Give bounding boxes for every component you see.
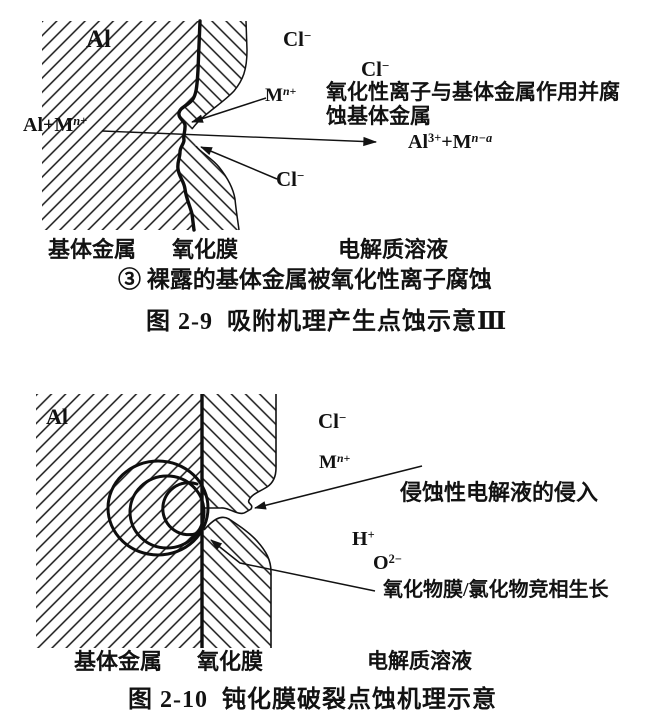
fig1-zone-label-metal: 基体金属 xyxy=(48,237,137,262)
fig2-metal-material-label: Al xyxy=(46,404,68,429)
fig2-hydrogen-ion-label: H+ xyxy=(352,527,375,550)
fig1-figure-title: 图 2-9 吸附机理产生点蚀示意Ⅲ xyxy=(146,309,508,335)
fig1-annotation-line2: 蚀基体金属 xyxy=(326,104,431,128)
fig2-growth-arc-inner xyxy=(161,481,200,537)
fig2-oxide-film-upper-region xyxy=(202,394,276,514)
fig2-film-growth-arrow xyxy=(210,539,376,592)
fig1-chloride-ion-label-top: Cl− xyxy=(283,27,312,51)
fig2-metal-ion-label: Mn+ xyxy=(319,452,351,473)
fig2-growth-arc-outer xyxy=(106,459,210,557)
fig2-figure-title: 图 2-10 钝化膜破裂点蚀机理示意 xyxy=(128,687,497,713)
fig1-metal-surface-line xyxy=(176,19,202,232)
fig1-annotation-line1: 氧化性离子与基体金属作用并腐 xyxy=(326,80,620,104)
figure-2-10-diagram xyxy=(36,394,423,648)
fig1-reaction-arrow xyxy=(101,130,378,147)
figure-2-9-diagram xyxy=(42,19,378,232)
fig2-oxide-film-lower-region xyxy=(202,517,271,648)
fig2-ingress-annotation: 侵蚀性电解液的侵入 xyxy=(400,480,599,505)
fig1-film-outer-surface-upper xyxy=(191,20,248,130)
fig2-film-lower-outline xyxy=(203,516,272,648)
fig2-growth-arc-middle xyxy=(128,474,206,550)
fig1-chloride-ion-label-bottom: Cl− xyxy=(276,167,305,191)
fig2-growth-annotation: 氧化物膜/氯化物竞相生长 xyxy=(383,579,609,601)
fig1-step-caption: ③ 裸露的基体金属被氧化性离子腐蚀 xyxy=(118,267,492,292)
fig2-oxide-ion-label: O2− xyxy=(373,551,402,574)
fig2-film-upper-outline xyxy=(204,394,277,515)
fig1-film-outer-surface-lower xyxy=(195,145,240,231)
fig2-zone-label-film: 氧化膜 xyxy=(197,649,264,674)
fig1-metal-ion-label: Mn+ xyxy=(265,85,297,106)
fig1-product-label: Al3++Mn−a xyxy=(408,130,493,153)
fig1-mn-ion-arrow xyxy=(191,97,267,123)
fig1-cl-ion-arrow xyxy=(200,146,278,180)
fig2-electrolyte-ingress-arrow xyxy=(254,465,423,510)
fig1-base-metal-region xyxy=(42,21,200,230)
fig2-base-metal-region xyxy=(36,394,202,648)
fig1-oxide-film-region xyxy=(177,21,247,230)
fig2-chloride-ion-label: Cl− xyxy=(318,409,347,433)
fig1-zone-label-electrolyte: 电解质溶液 xyxy=(338,237,449,262)
fig1-metal-material-label: Al xyxy=(86,26,111,53)
fig2-zone-label-electrolyte: 电解质溶液 xyxy=(367,649,472,673)
fig1-chloride-ion-label-right: Cl− xyxy=(361,57,390,81)
fig1-reactant-label: Al+Mn+ xyxy=(23,113,88,136)
fig1-zone-label-film: 氧化膜 xyxy=(172,237,239,262)
fig2-zone-label-metal: 基体金属 xyxy=(74,649,163,674)
